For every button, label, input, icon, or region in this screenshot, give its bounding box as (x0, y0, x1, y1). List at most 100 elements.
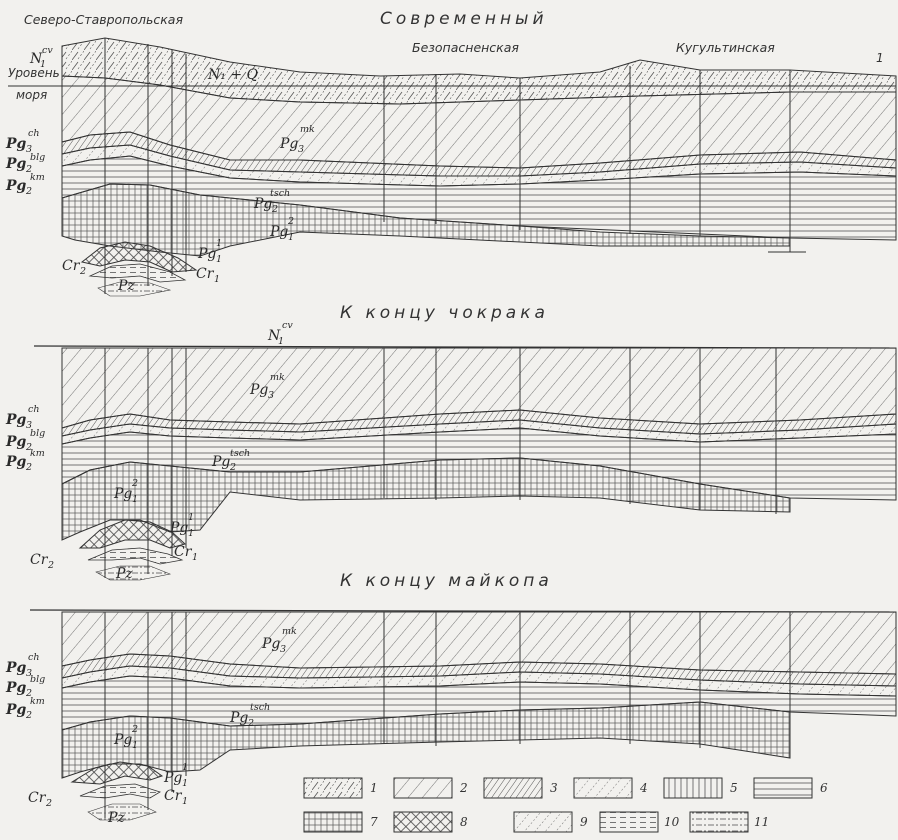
svg-text:Pg: Pg (169, 520, 188, 536)
svg-text:Pg: Pg (5, 156, 27, 172)
layer-pg1-1 (70, 761, 164, 785)
svg-text:2: 2 (25, 442, 32, 453)
legend-item-3: 3 (483, 777, 558, 799)
svg-text:1: 1 (216, 254, 222, 265)
svg-text:Pg: Pg (5, 434, 27, 450)
unit-label-pg2-tsch: Pg 2 tsch (229, 702, 270, 729)
svg-text:N: N (267, 328, 281, 344)
svg-text:mk: mk (282, 626, 297, 637)
svg-text:ch: ch (28, 404, 39, 415)
unit-label-pg2-km: Pg 2 km (5, 172, 45, 197)
svg-text:2: 2 (25, 164, 32, 175)
svg-text:3: 3 (268, 390, 274, 401)
svg-text:3: 3 (550, 781, 558, 795)
locality-severo-stavropolskaya: Северо-Ставропольская (24, 12, 183, 27)
svg-text:1: 1 (214, 274, 220, 285)
svg-text:Pg: Pg (253, 196, 272, 212)
svg-text:Pg: Pg (5, 454, 27, 470)
svg-text:7: 7 (370, 815, 378, 829)
unit-label-cr2: Cr 2 (28, 790, 52, 809)
svg-text:Pg: Pg (279, 136, 298, 152)
layer-pg1-1 (78, 519, 187, 549)
svg-text:1: 1 (288, 232, 294, 243)
svg-text:Pg: Pg (229, 710, 248, 726)
svg-text:Cr: Cr (174, 544, 193, 560)
svg-text:Cr: Cr (196, 266, 215, 282)
svg-text:Pg: Pg (211, 454, 230, 470)
unit-label-pg1-2: Pg 1 2 (269, 216, 294, 243)
svg-text:1: 1 (132, 494, 138, 505)
legend-item-2: 2 (393, 777, 468, 799)
unit-label-cr1: Cr 1 (164, 788, 188, 807)
layer-cr (87, 547, 184, 565)
svg-text:2: 2 (131, 478, 138, 489)
svg-text:2: 2 (287, 216, 294, 227)
unit-label-cr1: Cr 1 (196, 266, 220, 285)
svg-text:Pg: Pg (163, 770, 182, 786)
svg-text:tsch: tsch (270, 188, 290, 199)
unit-label-pg2-km: Pg 2 km (5, 696, 45, 721)
svg-text:Pg: Pg (113, 732, 132, 748)
svg-text:Cr: Cr (28, 790, 47, 806)
wells-modern (104, 38, 806, 294)
svg-text:km: km (30, 172, 45, 183)
svg-text:Pg: Pg (5, 702, 27, 718)
svg-text:1: 1 (216, 238, 222, 249)
svg-text:8: 8 (460, 815, 468, 829)
svg-text:Pg: Pg (5, 412, 27, 428)
svg-text:tsch: tsch (250, 702, 270, 713)
marker-one: 1 (876, 51, 884, 65)
unit-label-pg3-ch: Pg 3 ch (5, 652, 39, 679)
svg-text:Pg: Pg (261, 636, 280, 652)
unit-label-pg1-1: Pg 1 1 (169, 512, 194, 539)
legend-item-4: 4 (573, 777, 648, 799)
legend-item-5: 5 (663, 777, 738, 799)
svg-text:2: 2 (45, 798, 52, 809)
svg-text:Pg: Pg (5, 680, 27, 696)
layer-pz (97, 281, 172, 297)
unit-label-pg2-tsch: Pg 2 tsch (253, 188, 290, 215)
svg-text:km: km (30, 448, 45, 459)
svg-text:1: 1 (182, 796, 188, 807)
unit-label-cr2: Cr 2 (30, 552, 54, 571)
unit-label-pg2-blg: Pg 2 blg (5, 674, 45, 699)
unit-label-pz: Pz (107, 810, 125, 826)
svg-text:3: 3 (26, 420, 32, 431)
svg-text:Pg: Pg (5, 660, 27, 676)
unit-label-n1q: N₁ + Q (207, 67, 258, 83)
svg-text:2: 2 (25, 688, 32, 699)
svg-text:blg: blg (30, 152, 45, 163)
layer-pg1-1 (80, 241, 198, 273)
section-end-maikop: К концу майкопа Pg 3 (5, 571, 897, 826)
legend-item-1: 1 (303, 777, 378, 799)
svg-text:2: 2 (271, 204, 278, 215)
svg-text:Pg: Pg (5, 178, 27, 194)
svg-text:1: 1 (192, 552, 198, 563)
section-modern: Современный Северо-Ставропольская Безопа… (5, 9, 897, 297)
unit-label-pg3-ch: Pg 3 ch (5, 404, 39, 431)
layer-cr (79, 783, 161, 799)
svg-text:2: 2 (247, 718, 254, 729)
unit-label-pg1-1: Pg 1 1 (163, 762, 188, 789)
svg-text:cv: cv (282, 320, 293, 331)
svg-text:10: 10 (664, 815, 680, 829)
svg-text:blg: blg (30, 428, 45, 439)
unit-label-pg2-blg: Pg 2 blg (5, 152, 45, 175)
unit-label-pg1-2: Pg 1 2 (113, 478, 138, 505)
svg-text:3: 3 (26, 668, 32, 679)
legend-item-8: 8 (393, 811, 468, 833)
svg-text:2: 2 (229, 462, 236, 473)
svg-text:9: 9 (580, 815, 588, 829)
svg-text:1: 1 (188, 528, 194, 539)
svg-text:mk: mk (300, 124, 315, 135)
svg-text:Cr: Cr (164, 788, 183, 804)
svg-text:2: 2 (131, 724, 138, 735)
svg-text:tsch: tsch (230, 448, 250, 459)
svg-text:3: 3 (280, 644, 286, 655)
svg-text:Cr: Cr (62, 258, 81, 274)
svg-text:1: 1 (182, 762, 188, 773)
svg-text:Pg: Pg (197, 246, 216, 262)
svg-text:2: 2 (459, 781, 468, 795)
unit-label-pg1-1: Pg 1 1 (197, 238, 222, 265)
